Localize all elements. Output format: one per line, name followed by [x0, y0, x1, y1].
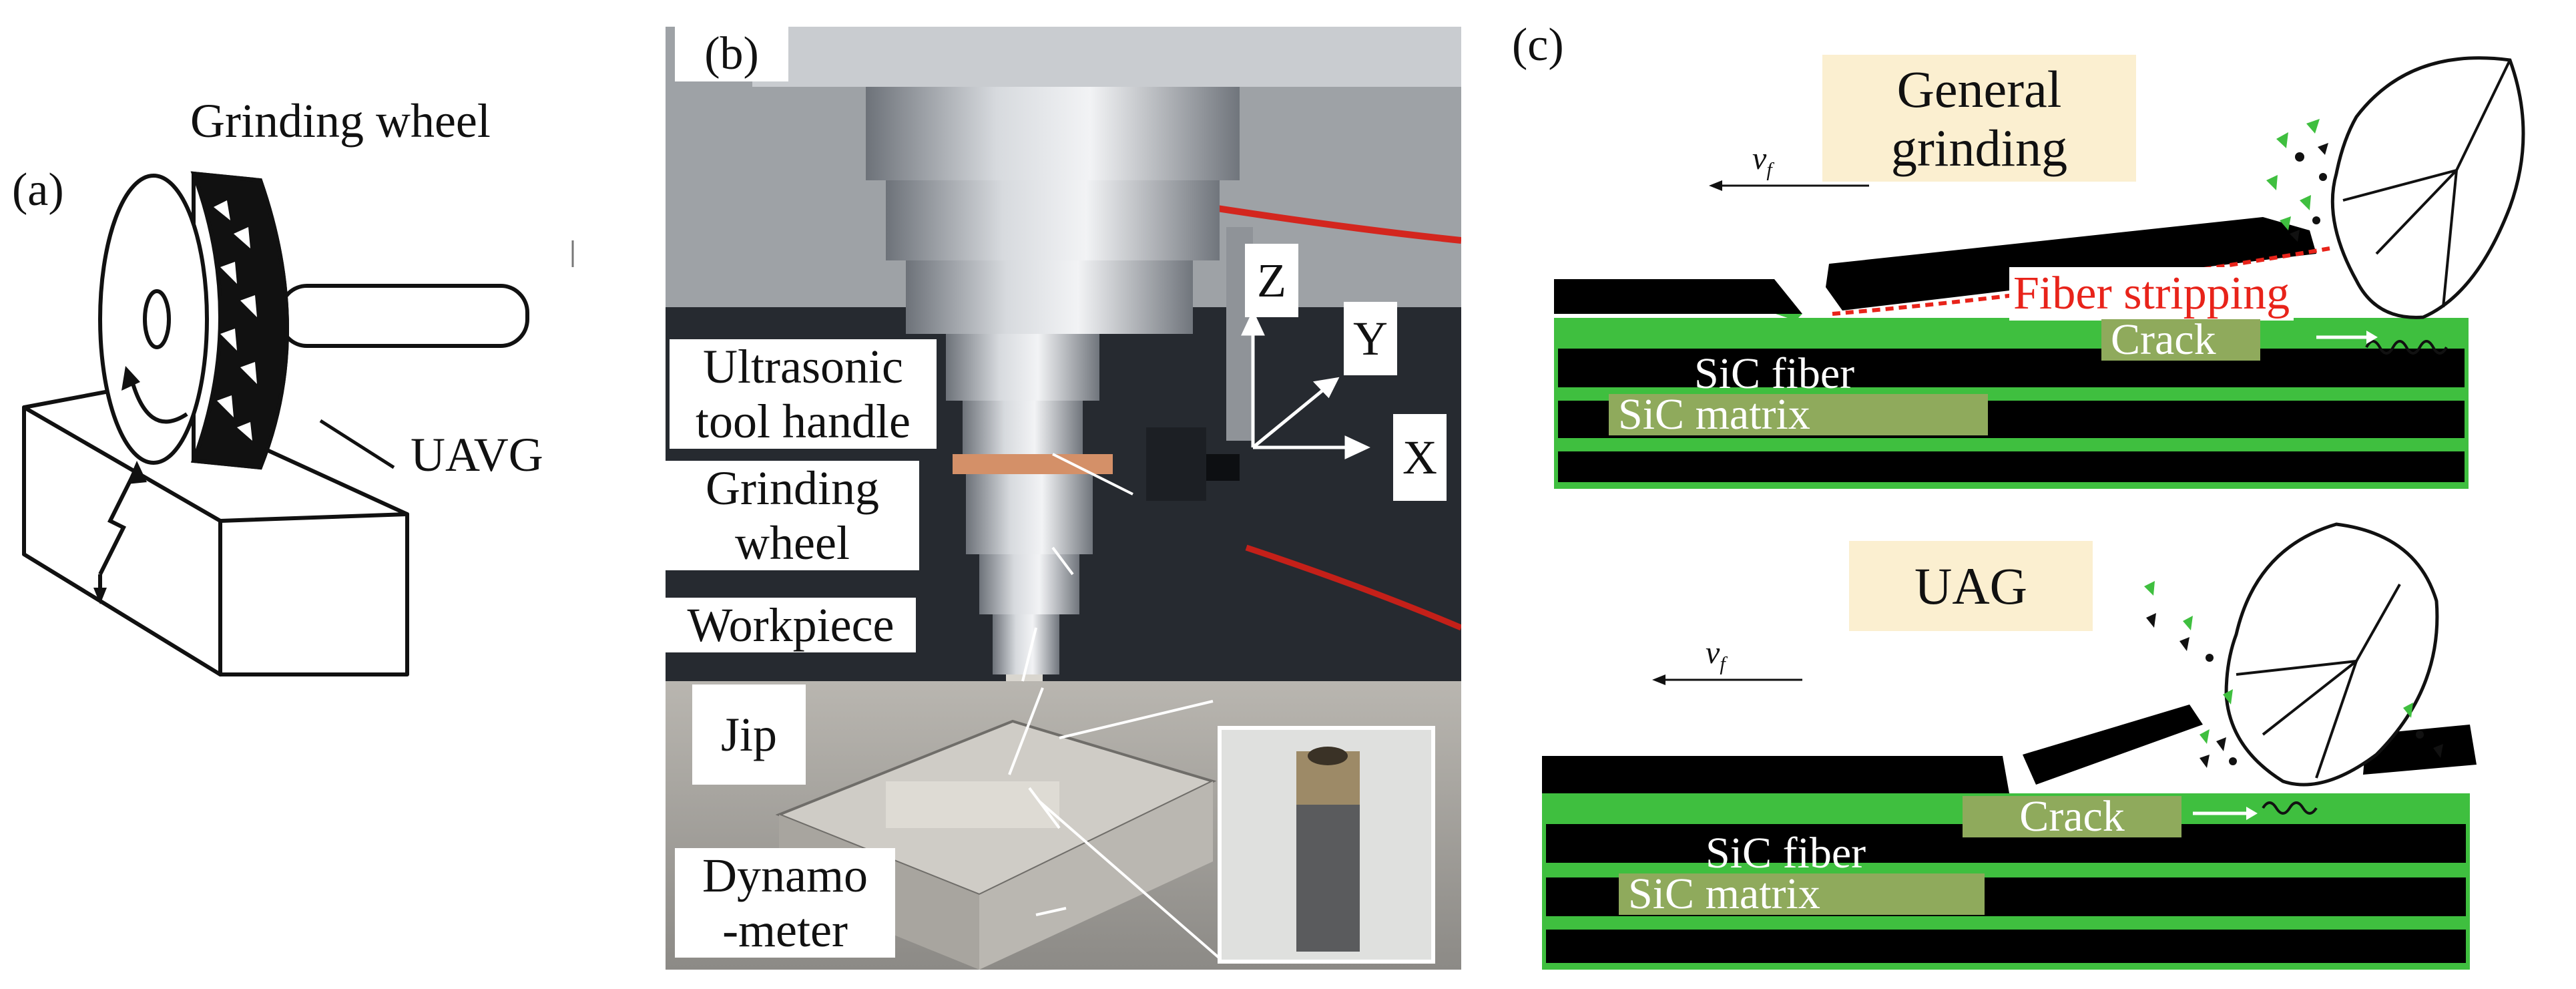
callout-dynamometer: Dynamo -meter [675, 848, 895, 958]
general-grinding-title-line1: General [1896, 60, 2062, 118]
feed-rate-bottom-subscript: f [1720, 652, 1726, 675]
panel-c-letter: (c) [1512, 19, 1564, 71]
callout-dynamometer-line1: Dynamo [702, 849, 868, 902]
general-grinding-title-line2: grinding [1890, 119, 2068, 177]
axis-z-label: Z [1245, 244, 1298, 317]
sic-fiber-label-bottom: SiC fiber [1706, 829, 1866, 877]
crack-label-top: Crack [2101, 318, 2260, 362]
callout-workpiece: Workpiece [666, 598, 916, 652]
callout-grinding-wheel: Grinding wheel [666, 461, 919, 570]
panel-a-letter: (a) [12, 164, 64, 216]
machine-photo-sketch [666, 27, 1461, 970]
feed-rate-top-symbol: v [1752, 141, 1767, 176]
general-grinding-title: General grinding [1822, 55, 2136, 182]
axis-x-label: X [1393, 414, 1447, 501]
axis-y-label: Y [1344, 302, 1397, 375]
callout-tool-handle-line2: tool handle [696, 395, 911, 448]
grinding-wheel-label: Grinding wheel [190, 94, 491, 148]
sic-matrix-label-bottom: SiC matrix [1619, 872, 1985, 916]
feed-rate-top: vf [1752, 140, 1772, 182]
sic-matrix-label-top: SiC matrix [1609, 393, 1988, 437]
sic-fiber-label-top: SiC fiber [1694, 349, 1855, 398]
feed-rate-bottom: vf [1706, 634, 1726, 676]
callout-dynamometer-line2: -meter [722, 904, 848, 957]
uavg-label: UAVG [411, 428, 543, 481]
fiber-stripping-label: Fiber stripping [2009, 267, 2294, 321]
callout-jip: Jip [692, 684, 806, 785]
callout-grinding-wheel-line2: wheel [735, 516, 850, 570]
feed-rate-top-subscript: f [1766, 158, 1772, 181]
callout-tool-handle-line1: Ultrasonic [703, 340, 903, 393]
uag-title: UAG [1849, 541, 2093, 631]
panel-b-photo: (b) Z Y X Ultrasonic tool handle Grindin… [666, 27, 1461, 970]
crack-label-bottom: Crack [1963, 795, 2181, 839]
grinding-wheel-sketch [22, 171, 574, 676]
feed-rate-bottom-symbol: v [1706, 635, 1720, 670]
callout-tool-handle: Ultrasonic tool handle [670, 339, 937, 449]
callout-grinding-wheel-line1: Grinding [706, 461, 879, 515]
panel-b-letter: (b) [675, 27, 788, 81]
